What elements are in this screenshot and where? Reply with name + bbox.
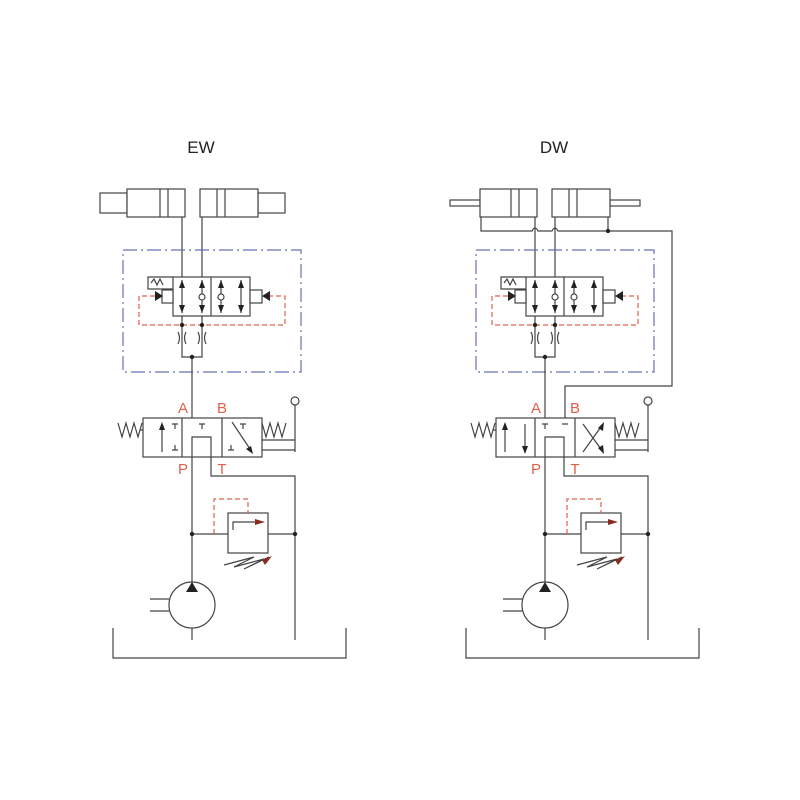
dw-title: DW — [540, 138, 568, 157]
ew-circuit: EW A B P T — [99, 138, 347, 659]
dw-port-t: T — [570, 461, 579, 478]
ew-port-b: B — [217, 400, 227, 417]
dw-valves-pump-tank — [465, 216, 700, 659]
dw-port-a: A — [531, 400, 541, 417]
ew-title: EW — [187, 138, 214, 157]
ew-port-a: A — [178, 400, 188, 417]
ew-port-p: P — [178, 461, 188, 478]
dw-valve-symbols — [502, 422, 604, 454]
ew-valves-pump-tank — [112, 216, 347, 659]
dw-circuit: DW A B P T — [449, 138, 700, 659]
dw-cylinders — [449, 188, 673, 430]
dw-port-p: P — [531, 461, 541, 478]
ew-cylinders — [99, 188, 286, 218]
ew-valve-symbols — [159, 421, 253, 454]
ew-port-t: T — [217, 461, 226, 478]
dw-port-b: B — [570, 400, 580, 417]
